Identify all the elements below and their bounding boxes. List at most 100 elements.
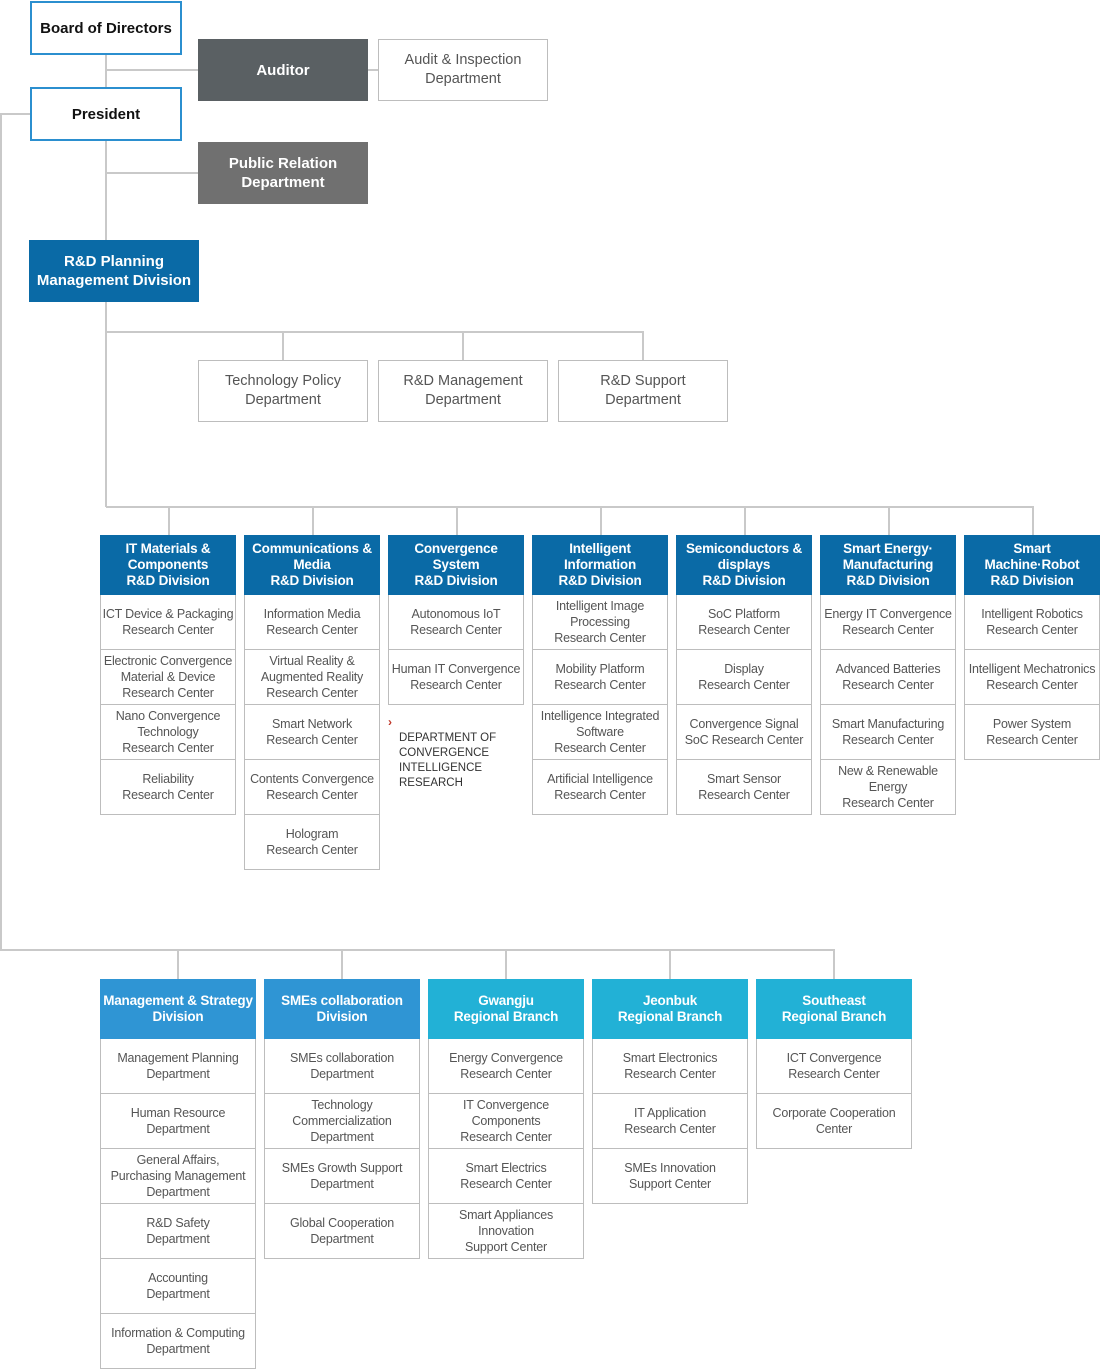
division-header: Communications & Media R&D Division [244, 535, 380, 595]
rd-division-it-materials: IT Materials & Components R&D Division I… [100, 535, 236, 815]
connector-line [0, 113, 2, 951]
research-center-cell: Convergence Signal SoC Research Center [676, 705, 812, 760]
research-center-cell: Virtual Reality & Augmented Reality Rese… [244, 650, 380, 705]
connector-line [282, 331, 284, 360]
convergence-note-text: DEPARTMENT OF CONVERGENCE INTELLIGENCE R… [399, 732, 497, 789]
research-center-cell: Intelligent Mechatronics Research Center [964, 650, 1100, 705]
division-header: IT Materials & Components R&D Division [100, 535, 236, 595]
department-cell: Smart Appliances Innovation Support Cent… [428, 1204, 584, 1259]
research-center-cell: Smart Network Research Center [244, 705, 380, 760]
department-cell: SMEs Growth Support Department [264, 1149, 420, 1204]
division-header: SMEs collaboration Division [264, 979, 420, 1039]
rd-division-convergence-system: Convergence System R&D Division Autonomo… [388, 535, 524, 705]
research-center-cell: Information Media Research Center [244, 595, 380, 650]
department-cell: Human Resource Department [100, 1094, 256, 1149]
division-header: Semiconductors & displays R&D Division [676, 535, 812, 595]
connector-line [106, 69, 198, 71]
connector-line [505, 950, 507, 980]
rd-division-semiconductors-displays: Semiconductors & displays R&D Division S… [676, 535, 812, 815]
board-of-directors-box: Board of Directors [30, 1, 182, 55]
smes-collaboration-division: SMEs collaboration Division SMEs collabo… [264, 979, 420, 1259]
division-header: Intelligent Information R&D Division [532, 535, 668, 595]
department-cell: IT Convergence Components Research Cente… [428, 1094, 584, 1149]
division-header: Smart Energy· Manufacturing R&D Division [820, 535, 956, 595]
department-cell: IT Application Research Center [592, 1094, 748, 1149]
auditor-box: Auditor [198, 39, 368, 101]
jeonbuk-regional-branch: Jeonbuk Regional Branch Smart Electronic… [592, 979, 748, 1204]
research-center-cell: Electronic Convergence Material & Device… [100, 650, 236, 705]
connector-line [177, 950, 179, 980]
management-strategy-division: Management & Strategy Division Managemen… [100, 979, 256, 1369]
department-cell: Information & Computing Department [100, 1314, 256, 1369]
research-center-cell: Human IT Convergence Research Center [388, 650, 524, 705]
gwangju-regional-branch: Gwangju Regional Branch Energy Convergen… [428, 979, 584, 1259]
research-center-cell: ICT Device & Packaging Research Center [100, 595, 236, 650]
department-cell: ICT Convergence Research Center [756, 1039, 912, 1094]
division-header: Convergence System R&D Division [388, 535, 524, 595]
connector-line [368, 69, 378, 71]
department-cell: Smart Electronics Research Center [592, 1039, 748, 1094]
connector-line [106, 331, 644, 333]
research-center-cell: Hologram Research Center [244, 815, 380, 870]
connector-line [600, 507, 602, 536]
research-center-cell: Energy IT Convergence Research Center [820, 595, 956, 650]
research-center-cell: Intelligence Integrated Software Researc… [532, 705, 668, 760]
research-center-cell: Smart Manufacturing Research Center [820, 705, 956, 760]
rd-division-smart-energy: Smart Energy· Manufacturing R&D Division… [820, 535, 956, 815]
research-center-cell: Display Research Center [676, 650, 812, 705]
connector-line [341, 950, 343, 980]
connector-line [106, 506, 1034, 508]
connector-line [642, 331, 644, 360]
research-center-cell: Smart Sensor Research Center [676, 760, 812, 815]
department-cell: SMEs Innovation Support Center [592, 1149, 748, 1204]
connector-line [462, 331, 464, 360]
research-center-cell: Reliability Research Center [100, 760, 236, 815]
connector-line [0, 113, 30, 115]
technology-policy-dept-box: Technology Policy Department [198, 360, 368, 422]
research-center-cell: SoC Platform Research Center [676, 595, 812, 650]
connector-line [456, 507, 458, 536]
department-cell: Energy Convergence Research Center [428, 1039, 584, 1094]
connector-line [105, 54, 107, 88]
chevron-right-icon: › [388, 715, 392, 729]
department-cell: Global Cooperation Department [264, 1204, 420, 1259]
division-header: Smart Machine·Robot R&D Division [964, 535, 1100, 595]
research-center-cell: Contents Convergence Research Center [244, 760, 380, 815]
connector-line [1032, 507, 1034, 536]
connector-line [669, 950, 671, 980]
rd-division-intelligent-information: Intelligent Information R&D Division Int… [532, 535, 668, 815]
department-cell: Technology Commercialization Department [264, 1094, 420, 1149]
research-center-cell: New & Renewable Energy Research Center [820, 760, 956, 815]
department-cell: General Affairs, Purchasing Management D… [100, 1149, 256, 1204]
president-box: President [30, 87, 182, 141]
connector-line [833, 950, 835, 980]
branch-header: Southeast Regional Branch [756, 979, 912, 1039]
research-center-cell: Intelligent Robotics Research Center [964, 595, 1100, 650]
research-center-cell: Intelligent Image Processing Research Ce… [532, 595, 668, 650]
department-cell: Management Planning Department [100, 1039, 256, 1094]
research-center-cell: Mobility Platform Research Center [532, 650, 668, 705]
rd-support-dept-box: R&D Support Department [558, 360, 728, 422]
connector-line [106, 172, 198, 174]
rd-planning-division-box: R&D Planning Management Division [29, 240, 199, 302]
department-cell: R&D Safety Department [100, 1204, 256, 1259]
department-cell: Smart Electrics Research Center [428, 1149, 584, 1204]
southeast-regional-branch: Southeast Regional Branch ICT Convergenc… [756, 979, 912, 1149]
department-cell: Accounting Department [100, 1259, 256, 1314]
research-center-cell: Power System Research Center [964, 705, 1100, 760]
connector-line [888, 507, 890, 536]
research-center-cell: Advanced Batteries Research Center [820, 650, 956, 705]
research-center-cell: Nano Convergence Technology Research Cen… [100, 705, 236, 760]
connector-line [105, 301, 107, 507]
rd-management-dept-box: R&D Management Department [378, 360, 548, 422]
connector-line [0, 949, 835, 951]
department-cell: Corporate Cooperation Center [756, 1094, 912, 1149]
rd-division-smart-machine-robot: Smart Machine·Robot R&D Division Intelli… [964, 535, 1100, 760]
research-center-cell: Artificial Intelligence Research Center [532, 760, 668, 815]
public-relation-dept-box: Public Relation Department [198, 142, 368, 204]
connector-line [105, 140, 107, 241]
connector-line [312, 507, 314, 536]
division-header: Management & Strategy Division [100, 979, 256, 1039]
department-cell: SMEs collaboration Department [264, 1039, 420, 1094]
convergence-intelligence-note: › DEPARTMENT OF CONVERGENCE INTELLIGENCE … [388, 715, 524, 791]
